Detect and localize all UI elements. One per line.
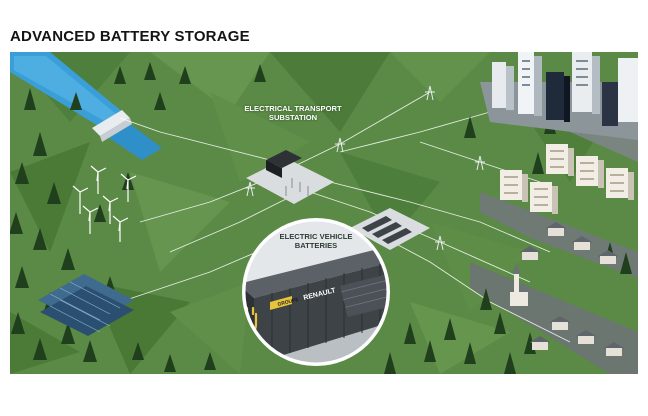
- hydro-dam: [92, 110, 132, 142]
- church: [508, 262, 530, 306]
- batteries-label-line1: ELECTRIC VEHICLE: [279, 232, 353, 241]
- substation-label: ELECTRICAL TRANSPORT SUBSTATION: [238, 104, 348, 122]
- battery-container: [244, 248, 388, 298]
- forest: [10, 62, 266, 372]
- battery-storage-pad: [350, 208, 430, 250]
- page-title: ADVANCED BATTERY STORAGE: [10, 28, 250, 45]
- energy-grid-illustration: GROUPE RENAULT ELECTRICAL TRANSPORT SUBS…: [10, 52, 638, 374]
- substation: [246, 150, 334, 204]
- solar-farm: [38, 274, 134, 336]
- batteries-magnifier: GROUPE RENAULT: [242, 218, 390, 366]
- terrain-facets: [10, 52, 610, 374]
- batteries-label-line2: BATTERIES: [294, 241, 338, 250]
- batteries-label: ELECTRIC VEHICLE BATTERIES: [262, 232, 370, 250]
- wind-farm: [72, 165, 137, 242]
- city: [480, 52, 638, 140]
- apartment-blocks: [500, 144, 634, 214]
- container-brand-line1: GROUPE: [277, 297, 300, 308]
- substation-label-line2: SUBSTATION: [268, 113, 318, 122]
- houses: [520, 222, 624, 356]
- substation-label-line1: ELECTRICAL TRANSPORT: [244, 104, 342, 113]
- pylons: [245, 85, 485, 251]
